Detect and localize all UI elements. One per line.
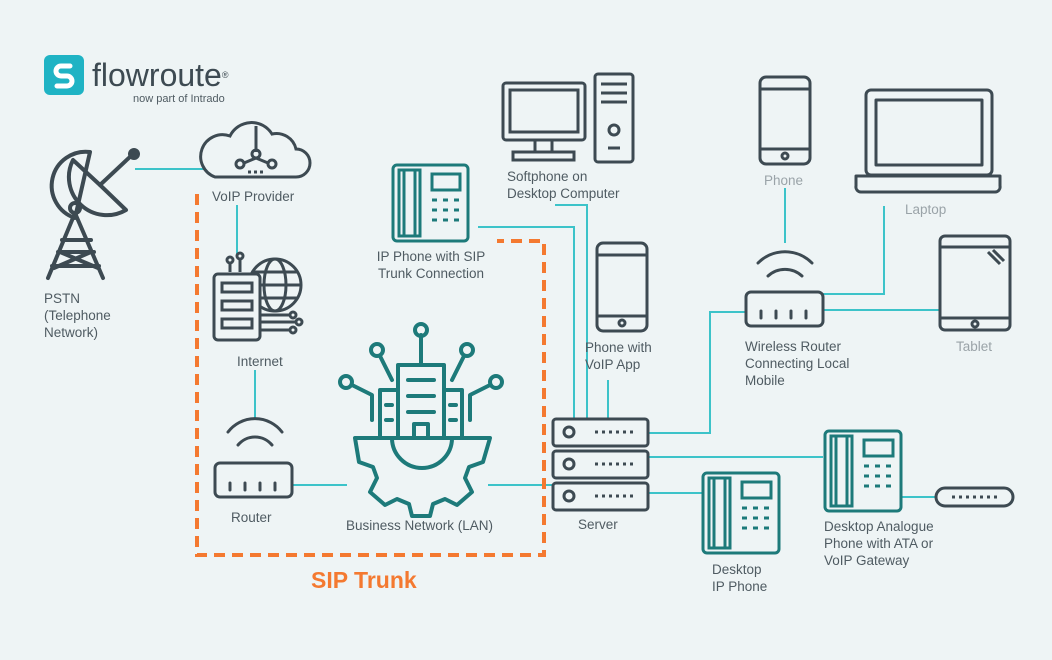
desktop-ip-phone-icon	[701, 471, 781, 555]
connection-lines	[135, 168, 940, 501]
softphone-label: Softphone on Desktop Computer	[507, 169, 620, 201]
tablet-label: Tablet	[956, 339, 993, 354]
brand-name: flowroute®	[92, 57, 229, 93]
ip-phone-icon	[391, 163, 470, 243]
smartphone-icon	[595, 241, 649, 333]
sip-trunk-label: SIP Trunk	[311, 567, 417, 593]
laptop-icon	[854, 88, 1002, 194]
phone-label: Phone	[764, 173, 804, 188]
business-network-icon	[338, 322, 504, 518]
server-icon	[551, 417, 650, 512]
flowroute-logo: flowroute® now part of Intrado	[44, 55, 264, 110]
business-network-label: Business Network (LAN)	[346, 518, 494, 533]
mobile-phone-icon	[758, 75, 812, 166]
wireless-router-icon	[744, 250, 825, 328]
registered-mark: ®	[221, 70, 229, 80]
voip-provider-label: VoIP Provider	[212, 189, 295, 204]
desktop-analogue-label: Desktop Analogue Phone with ATA or VoIP …	[824, 519, 934, 568]
sip-trunk-boundary	[195, 194, 546, 557]
laptop-label: Laptop	[905, 202, 947, 217]
wireless-router-label: Wireless Router Connecting Local Mobile	[745, 339, 850, 388]
satellite-dish-icon	[46, 148, 140, 280]
flowroute-logo-icon	[44, 55, 84, 95]
cloud-icon	[199, 121, 312, 179]
brand-tagline: now part of Intrado	[133, 93, 225, 105]
desktop-computer-icon	[501, 72, 635, 164]
pstn-label: PSTN (Telephone Network)	[44, 291, 111, 340]
phone-voip-app-label: Phone with VoIP App	[585, 340, 652, 372]
ip-phone-sip-label: IP Phone with SIP Trunk Connection	[376, 249, 486, 281]
tablet-icon	[938, 234, 1012, 332]
desktop-ip-phone-label: Desktop IP Phone	[712, 562, 768, 594]
ata-gateway-icon	[934, 486, 1015, 508]
router-label: Router	[231, 510, 272, 525]
router-icon	[213, 417, 294, 499]
internet-server-globe-icon	[212, 251, 304, 342]
analogue-phone-icon	[823, 429, 903, 513]
internet-label: Internet	[237, 354, 283, 369]
server-label: Server	[578, 517, 618, 532]
